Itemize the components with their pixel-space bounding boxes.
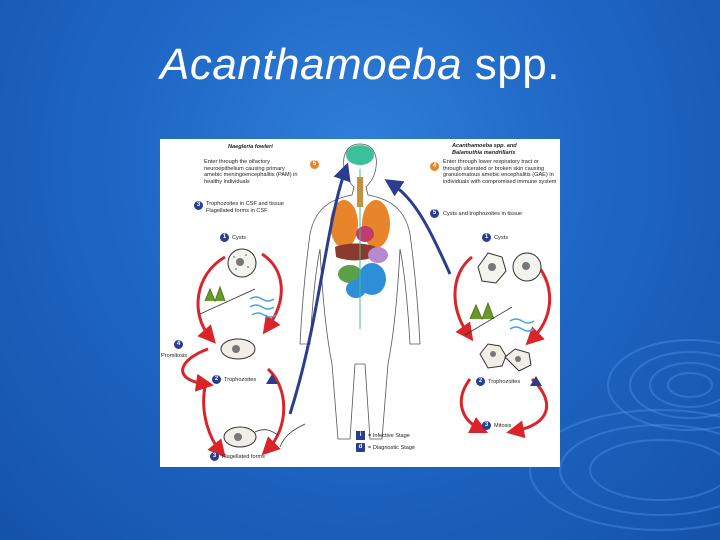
cycle-arrow-left-3 <box>202 386 226 458</box>
right-tissue-note: Cysts and trophozoites in tissue <box>443 211 522 217</box>
left-infective-stage-mark <box>266 374 278 384</box>
title-suffix: spp. <box>462 40 560 89</box>
left-step-5-badge: 5 <box>310 160 319 169</box>
left-step-2-badge: 2 <box>212 375 221 384</box>
left-step-4-badge: 4 <box>174 340 183 349</box>
left-promitosis-label: Promitosis <box>161 353 188 359</box>
right-infective-stage-mark <box>530 376 542 386</box>
right-step-5-badge: 5 <box>430 209 439 218</box>
cycle-arrow-right-3 <box>459 378 489 434</box>
slide-title: Acanthamoeba spp. <box>0 40 720 90</box>
path-arrow-left <box>288 162 351 415</box>
human-body-illustration <box>299 143 421 440</box>
legend-infective-label: = Infective Stage <box>368 433 410 439</box>
left-step-1-badge: 1 <box>220 233 229 242</box>
right-trophozoites-label: Trophozoites <box>488 379 521 385</box>
legend-diagnostic-label: = Diagnostic Stage <box>368 445 416 451</box>
left-entry-note: Enter through the olfactory neuroepithel… <box>204 159 298 185</box>
left-cysts-label: Cysts <box>232 235 246 241</box>
cycle-arrow-mitosis <box>506 377 549 439</box>
left-step-3b-badge: 3 <box>210 452 219 461</box>
life-cycle-diagram: Naegleria fowleri Enter through the olfa… <box>160 139 560 467</box>
cycle-arrow-left-2 <box>261 252 283 335</box>
title-genus: Acanthamoeba <box>160 40 463 89</box>
right-panel-header-2: Balamuthia mandrillaris <box>452 150 516 156</box>
right-step-2-badge: 2 <box>476 377 485 386</box>
life-cycle-drawing <box>181 143 552 458</box>
path-arrow-right <box>384 179 452 275</box>
right-entry-note: Enter through lower respiratory tract or… <box>443 159 557 185</box>
left-csf-note: Trophozoites in CSF and tissue Flagellat… <box>206 201 284 214</box>
cycle-arrow-right-1 <box>453 255 474 342</box>
right-panel-header-1: Acanthamoeba spp. and <box>452 143 517 149</box>
left-organisms <box>199 248 279 448</box>
legend-diagnostic-mark: d <box>356 443 365 452</box>
right-step-1-badge: 1 <box>482 233 491 242</box>
left-panel-header: Naegleria fowleri <box>228 144 273 150</box>
left-trophozoites-label: Trophozoites <box>224 377 257 383</box>
cycle-arrow-left-1 <box>196 255 226 344</box>
left-step-3-badge: 3 <box>194 201 203 210</box>
right-step-3-badge: 3 <box>482 421 491 430</box>
cycle-arrow-promitosis <box>181 347 214 392</box>
right-mitosis-label: Mitosis <box>494 423 512 429</box>
right-organisms <box>464 252 542 372</box>
legend-infective-mark: i <box>356 431 365 440</box>
right-cysts-label: Cysts <box>494 235 508 241</box>
left-flagellated-label: Flagellated forms <box>222 454 265 460</box>
right-step-4-badge: 4 <box>430 162 439 171</box>
